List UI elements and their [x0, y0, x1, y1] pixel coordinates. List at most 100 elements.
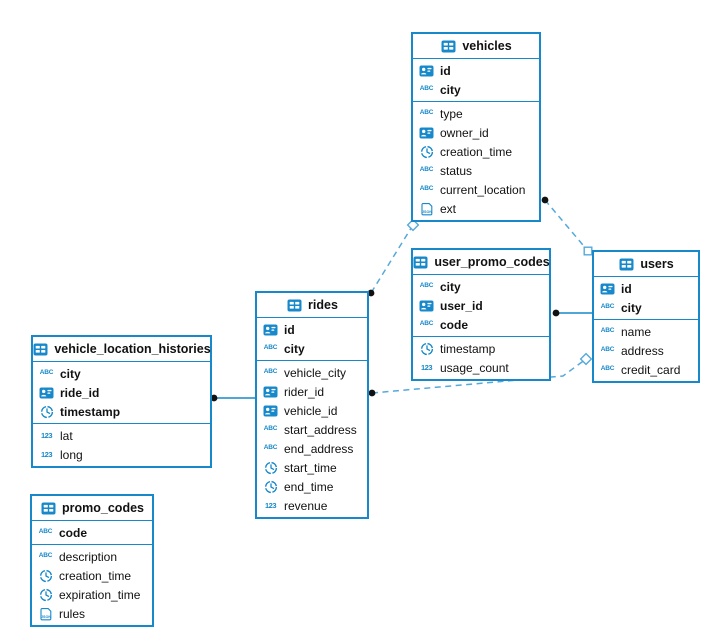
field-label: id — [621, 281, 632, 296]
field-row[interactable]: creation_time — [413, 142, 539, 161]
relationship-line-vehicles-users[interactable] — [544, 199, 589, 252]
field-row[interactable]: start_time — [257, 458, 367, 477]
relationship-line-rides-users[interactable] — [371, 358, 587, 394]
table-header[interactable]: users — [594, 252, 698, 277]
id-badge-icon — [262, 324, 279, 336]
field-row[interactable]: expiration_time — [32, 585, 152, 604]
text-abc-icon: ABC — [419, 166, 434, 174]
field-label: rules — [59, 606, 86, 621]
field-row[interactable]: ride_id — [33, 383, 210, 402]
field-row[interactable]: timestamp — [33, 402, 210, 421]
field-label: id — [284, 322, 295, 337]
field-label: city — [60, 366, 81, 381]
field-row[interactable]: vehicle_id — [257, 401, 367, 420]
table-header[interactable]: vehicle_location_histories — [33, 337, 211, 362]
table-header[interactable]: promo_codes — [32, 496, 152, 521]
table-name: vehicles — [462, 39, 512, 53]
field-label: owner_id — [440, 125, 489, 140]
field-row[interactable]: rider_id — [257, 382, 367, 401]
id-badge-icon — [262, 386, 279, 398]
field-row[interactable]: id — [257, 320, 367, 339]
text-abc-icon: ABC — [263, 344, 278, 352]
id-badge-icon — [38, 387, 55, 399]
id-badge-icon — [599, 283, 616, 295]
field-row[interactable]: creation_time — [32, 566, 152, 585]
relationship-endpoint-dot — [367, 289, 375, 297]
field-row[interactable]: end_time — [257, 477, 367, 496]
relationship-endpoint-dot — [541, 196, 549, 204]
field-row[interactable]: id — [594, 279, 698, 298]
relationship-endpoint-square — [583, 246, 593, 256]
text-abc-icon: ABC — [419, 320, 434, 328]
table-name: rides — [308, 298, 338, 312]
field-row[interactable]: JSON rules — [32, 604, 152, 623]
table-name: user_promo_codes — [434, 255, 550, 269]
id-badge-icon — [418, 65, 435, 77]
field-label: expiration_time — [59, 587, 141, 602]
text-abc-icon: ABC — [263, 368, 278, 376]
field-row[interactable]: owner_id — [413, 123, 539, 142]
text-abc-icon: ABC — [600, 346, 615, 354]
table-header[interactable]: rides — [257, 293, 367, 318]
field-label: current_location — [440, 182, 526, 197]
field-label: city — [440, 82, 461, 97]
table-icon — [618, 258, 635, 271]
id-badge-icon — [418, 127, 435, 139]
table-header[interactable]: vehicles — [413, 34, 539, 59]
relationship-endpoint-dot — [552, 309, 560, 317]
field-label: creation_time — [440, 144, 513, 159]
json-icon: JSON — [418, 202, 435, 216]
clock-icon — [262, 480, 279, 494]
field-label: vehicle_id — [284, 403, 338, 418]
field-row[interactable]: user_id — [413, 296, 549, 315]
relationship-line-vehicles-rides[interactable] — [370, 224, 414, 294]
field-label: long — [60, 447, 83, 462]
table-icon — [440, 40, 457, 53]
field-label: start_address — [284, 422, 357, 437]
table-name: users — [640, 257, 674, 271]
clock-icon — [262, 461, 279, 475]
field-label: creation_time — [59, 568, 132, 583]
num-123-icon: 123 — [420, 362, 433, 372]
svg-text:JSON: JSON — [40, 615, 50, 619]
table-header[interactable]: user_promo_codes — [413, 250, 550, 275]
text-abc-icon: ABC — [600, 365, 615, 373]
field-row[interactable]: timestamp — [413, 339, 549, 358]
field-row[interactable]: id — [413, 61, 539, 80]
